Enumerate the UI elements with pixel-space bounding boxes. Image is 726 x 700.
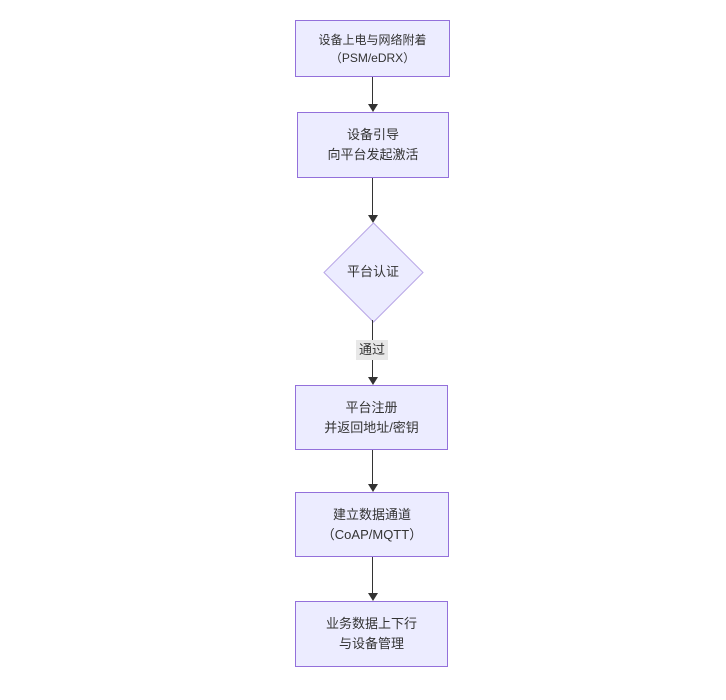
node-boot-line-2: 向平台发起激活: [327, 147, 419, 162]
edge-reg-to-chan-line: [372, 450, 373, 484]
node-reg-line-2: 并返回地址/密钥: [324, 419, 419, 435]
node-reg-line-1: 平台注册: [345, 399, 398, 415]
node-chan-line-1: 建立数据通道: [332, 506, 411, 522]
edge-power-to-boot-line: [372, 77, 373, 104]
node-chan-line-2: （CoAP/MQTT）: [321, 526, 423, 542]
edge-auth-pass-label: 通过: [356, 340, 389, 360]
edge-chan-to-biz-line: [372, 557, 373, 593]
arrowhead-icon: [368, 215, 378, 223]
node-auth-label: 平台认证: [346, 264, 399, 279]
node-power-line-1: 设备上电与网络附着: [318, 32, 427, 47]
arrowhead-icon: [368, 377, 378, 385]
arrowhead-icon: [368, 593, 378, 601]
flowchart-node-register: 平台注册 并返回地址/密钥: [295, 385, 448, 450]
arrowhead-icon: [368, 104, 378, 112]
edge-boot-to-auth-line: [372, 178, 373, 215]
node-biz-line-2: 与设备管理: [338, 636, 404, 651]
node-biz-line-1: 业务数据上下行: [325, 616, 417, 631]
flowchart-node-business-data: 业务数据上下行 与设备管理: [295, 601, 448, 667]
node-boot-line-1: 设备引导: [346, 127, 399, 142]
arrowhead-icon: [368, 484, 378, 492]
flowchart-node-bootstrap: 设备引导 向平台发起激活: [297, 112, 449, 178]
flowchart-node-data-channel: 建立数据通道 （CoAP/MQTT）: [295, 492, 449, 557]
flowchart-node-power-attach: 设备上电与网络附着 （PSM/eDRX）: [295, 20, 450, 77]
node-power-line-2: （PSM/eDRX）: [329, 50, 416, 65]
